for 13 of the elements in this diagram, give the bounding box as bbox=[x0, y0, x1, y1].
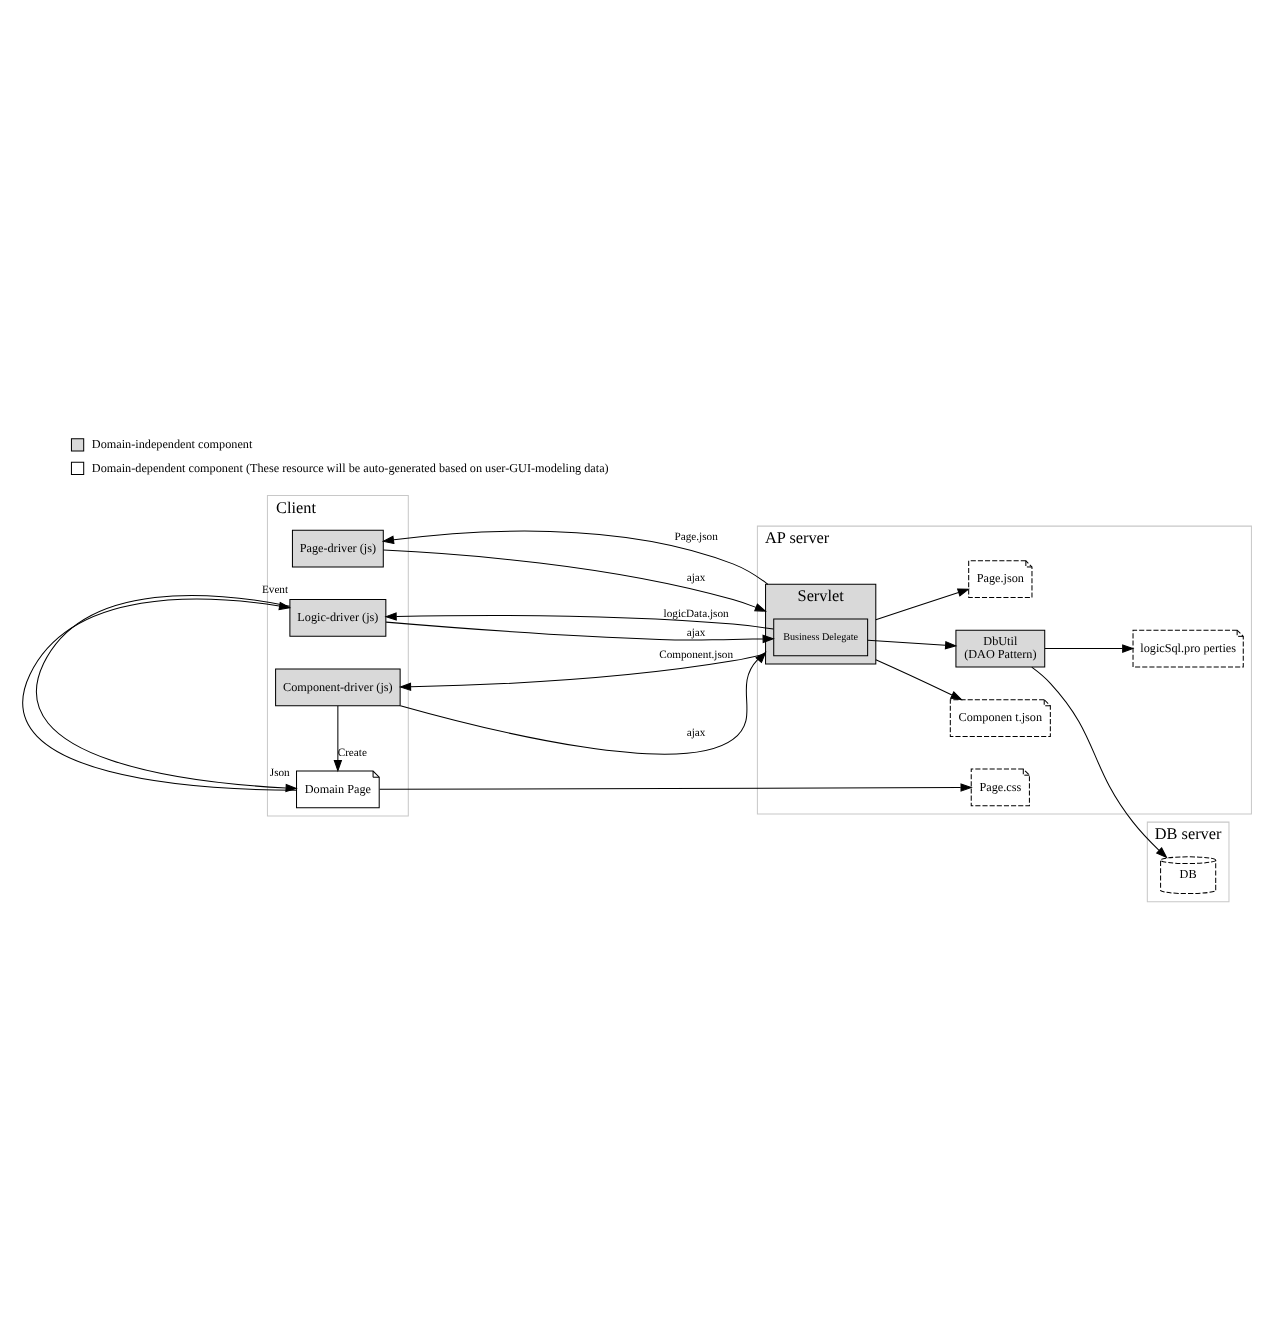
arrow bbox=[333, 705, 343, 773]
arrow bbox=[867, 639, 958, 650]
arrow bbox=[384, 612, 774, 630]
arrow bbox=[379, 783, 973, 792]
arrow bbox=[1044, 644, 1135, 653]
arrow bbox=[385, 621, 775, 644]
arrow bbox=[382, 549, 767, 612]
arrow bbox=[398, 653, 767, 692]
arrow bbox=[381, 530, 769, 585]
arrow bbox=[399, 651, 767, 755]
arrow bbox=[1031, 666, 1168, 859]
arrow bbox=[875, 588, 970, 621]
arrow bbox=[875, 659, 963, 701]
